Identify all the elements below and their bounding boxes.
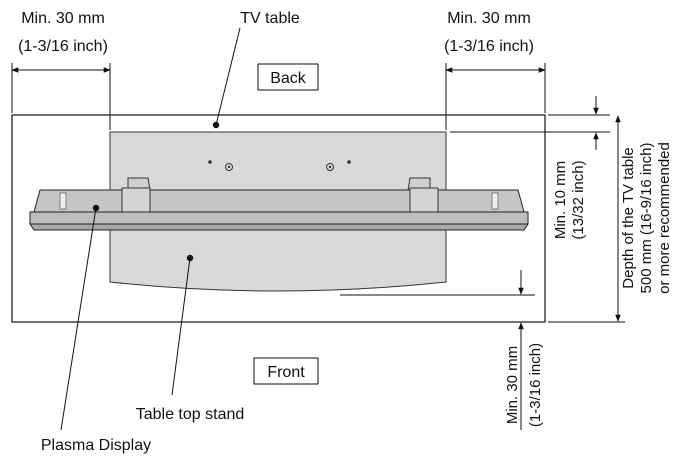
table-top-stand-label: Table top stand <box>136 406 245 423</box>
table-depth-line2: 500 mm (16-9/16 inch) <box>638 143 655 294</box>
stand-screw <box>328 165 332 169</box>
stand-screw <box>347 160 351 164</box>
back-label: Back <box>270 70 307 87</box>
rear-clearance-line1: Min. 10 mm <box>552 161 569 239</box>
stand-screw <box>225 163 233 171</box>
stand-screw <box>326 163 334 171</box>
tv-table-label: TV table <box>240 10 300 27</box>
front-clearance-line1: Min. 30 mm <box>504 346 521 424</box>
left-clearance-line2: (1-3/16 inch) <box>18 38 108 55</box>
front-label: Front <box>267 364 305 381</box>
back-label-box <box>257 63 319 91</box>
stand-screw <box>227 165 231 169</box>
stand-screw <box>208 160 212 164</box>
front-label-box <box>253 357 319 385</box>
front-clearance-line2: (1-3/16 inch) <box>527 343 544 427</box>
right-clearance-line2: (1-3/16 inch) <box>444 38 534 55</box>
table-depth-line3: or more recommended <box>656 142 673 294</box>
left-clearance-line1: Min. 30 mm <box>21 10 105 27</box>
rear-clearance-line2: (13/32 inch) <box>570 160 587 239</box>
right-clearance-line1: Min. 30 mm <box>447 10 531 27</box>
table-depth-line1: Depth of the TV table <box>620 147 637 288</box>
plasma-display-shape <box>29 177 529 231</box>
plasma-display-label: Plasma Display <box>41 437 151 454</box>
